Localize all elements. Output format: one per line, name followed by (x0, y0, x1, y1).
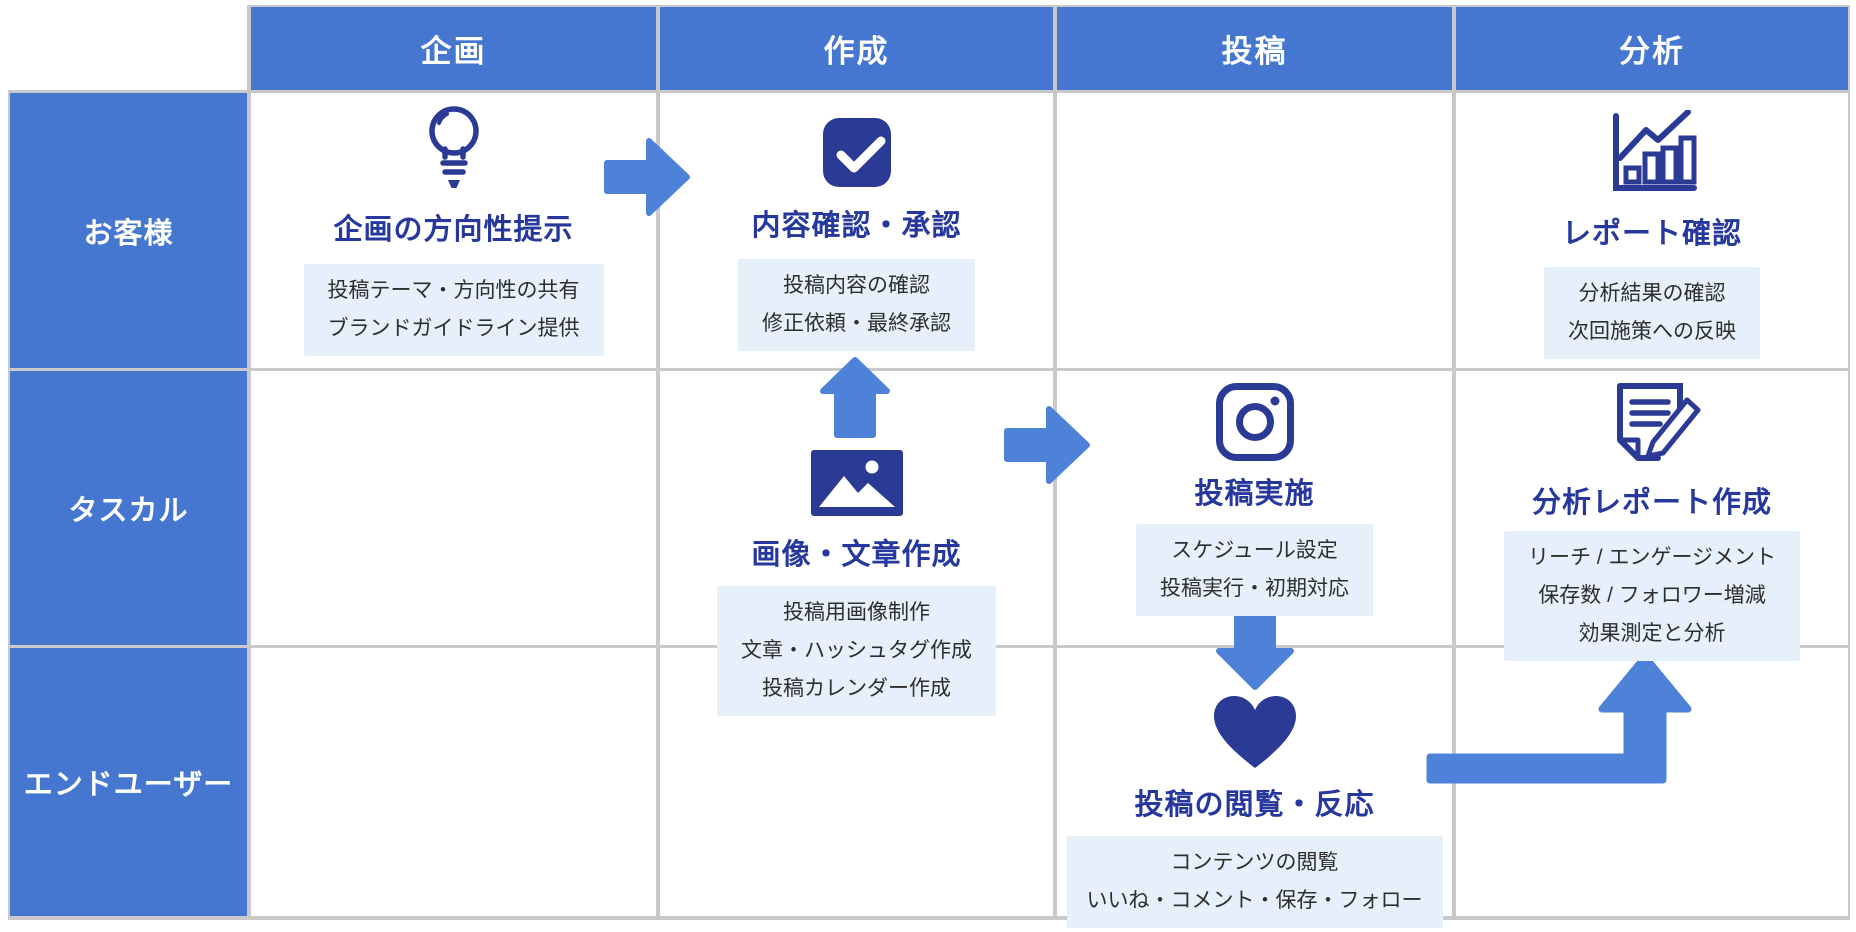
step-report-check: レポート確認 分析結果の確認 次回施策への反映 (1456, 110, 1848, 359)
step-description: リーチ / エンゲージメント 保存数 / フォロワー増減 効果測定と分析 (1503, 531, 1801, 661)
step-description: 投稿用画像制作 文章・ハッシュタグ作成 投稿カレンダー作成 (717, 586, 996, 716)
column-header-post: 投稿 (1057, 7, 1452, 90)
step-title: レポート確認 (1561, 218, 1742, 250)
desc-line: 次回施策への反映 (1568, 320, 1736, 343)
step-post-execution: 投稿実施 スケジュール設定 投稿実行・初期対応 (1057, 383, 1452, 616)
step-image-text-creation: 画像・文章作成 投稿用画像制作 文章・ハッシュタグ作成 投稿カレンダー作成 (660, 450, 1053, 716)
column-header-create: 作成 (660, 7, 1053, 90)
desc-line: 投稿カレンダー作成 (762, 677, 951, 700)
desc-line: 投稿実行・初期対応 (1160, 577, 1349, 600)
step-title: 投稿の閲覧・反応 (1134, 789, 1375, 821)
check-icon (821, 116, 893, 189)
step-description: 分析結果の確認 次回施策への反映 (1544, 267, 1760, 359)
step-title: 分析レポート作成 (1531, 487, 1772, 519)
step-description: スケジュール設定 投稿実行・初期対応 (1136, 524, 1373, 616)
desc-line: 分析結果の確認 (1578, 282, 1726, 305)
desc-line: 投稿用画像制作 (783, 601, 930, 624)
step-view-react: 投稿の閲覧・反応 コンテンツの閲覧 いいね・コメント・保存・フォロー (1057, 693, 1452, 928)
desc-line: 投稿テーマ・方向性の共有 (327, 279, 580, 302)
step-plan-direction: 企画の方向性提示 投稿テーマ・方向性の共有 ブランドガイドライン提供 (251, 104, 656, 356)
desc-line: コンテンツの閲覧 (1170, 851, 1339, 874)
row-header-customer: お客様 (10, 93, 247, 368)
lightbulb-icon (422, 104, 486, 196)
step-description: 投稿内容の確認 修正依頼・最終承認 (738, 259, 975, 351)
step-description: コンテンツの閲覧 いいね・コメント・保存・フォロー (1066, 836, 1443, 928)
column-header-label: 作成 (823, 34, 890, 69)
cell-enduser-plan (251, 648, 656, 916)
column-header-label: 企画 (420, 34, 487, 69)
desc-line: いいね・コメント・保存・フォロー (1086, 889, 1423, 912)
desc-line: 文章・ハッシュタグ作成 (741, 639, 972, 662)
bar-chart-icon (1604, 110, 1700, 198)
step-title: 内容確認・承認 (751, 210, 962, 242)
report-pencil-icon (1602, 380, 1702, 468)
column-header-plan: 企画 (251, 7, 656, 90)
step-title: 企画の方向性提示 (333, 214, 574, 246)
desc-line: リーチ / エンゲージメント (1527, 546, 1777, 569)
column-header-label: 投稿 (1221, 34, 1288, 69)
desc-line: 効果測定と分析 (1578, 622, 1726, 645)
arrow-down-post-to-enduser-icon (1213, 607, 1297, 691)
row-header-label: タスカル (68, 495, 189, 527)
instagram-icon (1215, 383, 1295, 461)
row-header-label: エンドユーザー (23, 769, 234, 801)
step-analysis-report-creation: 分析レポート作成 リーチ / エンゲージメント 保存数 / フォロワー増減 効果… (1456, 380, 1848, 661)
column-header-label: 分析 (1619, 34, 1685, 69)
cell-tasukaru-plan (251, 371, 656, 645)
desc-line: スケジュール設定 (1171, 539, 1338, 562)
row-header-tasukaru: タスカル (10, 371, 247, 645)
step-title: 画像・文章作成 (751, 539, 962, 571)
arrow-right-create-to-post-icon (1003, 401, 1091, 489)
cell-customer-post (1057, 93, 1452, 368)
image-icon (810, 450, 903, 516)
step-description: 投稿テーマ・方向性の共有 ブランドガイドライン提供 (303, 264, 604, 356)
heart-icon (1210, 693, 1300, 771)
desc-line: ブランドガイドライン提供 (327, 317, 580, 340)
desc-line: 保存数 / フォロワー増減 (1538, 584, 1766, 607)
arrow-up-create-to-approval-icon (817, 355, 893, 439)
step-content-approval: 内容確認・承認 投稿内容の確認 修正依頼・最終承認 (660, 116, 1053, 351)
arrow-bend-enduser-to-analysis-icon (1425, 650, 1693, 785)
corner-cell (8, 5, 247, 90)
desc-line: 投稿内容の確認 (783, 274, 930, 297)
column-header-analyze: 分析 (1456, 7, 1848, 90)
desc-line: 修正依頼・最終承認 (762, 312, 951, 335)
row-header-label: お客様 (83, 217, 174, 250)
step-title: 投稿実施 (1194, 478, 1315, 510)
arrow-right-plan-to-create-icon (603, 133, 691, 221)
row-header-enduser: エンドユーザー (10, 648, 247, 916)
